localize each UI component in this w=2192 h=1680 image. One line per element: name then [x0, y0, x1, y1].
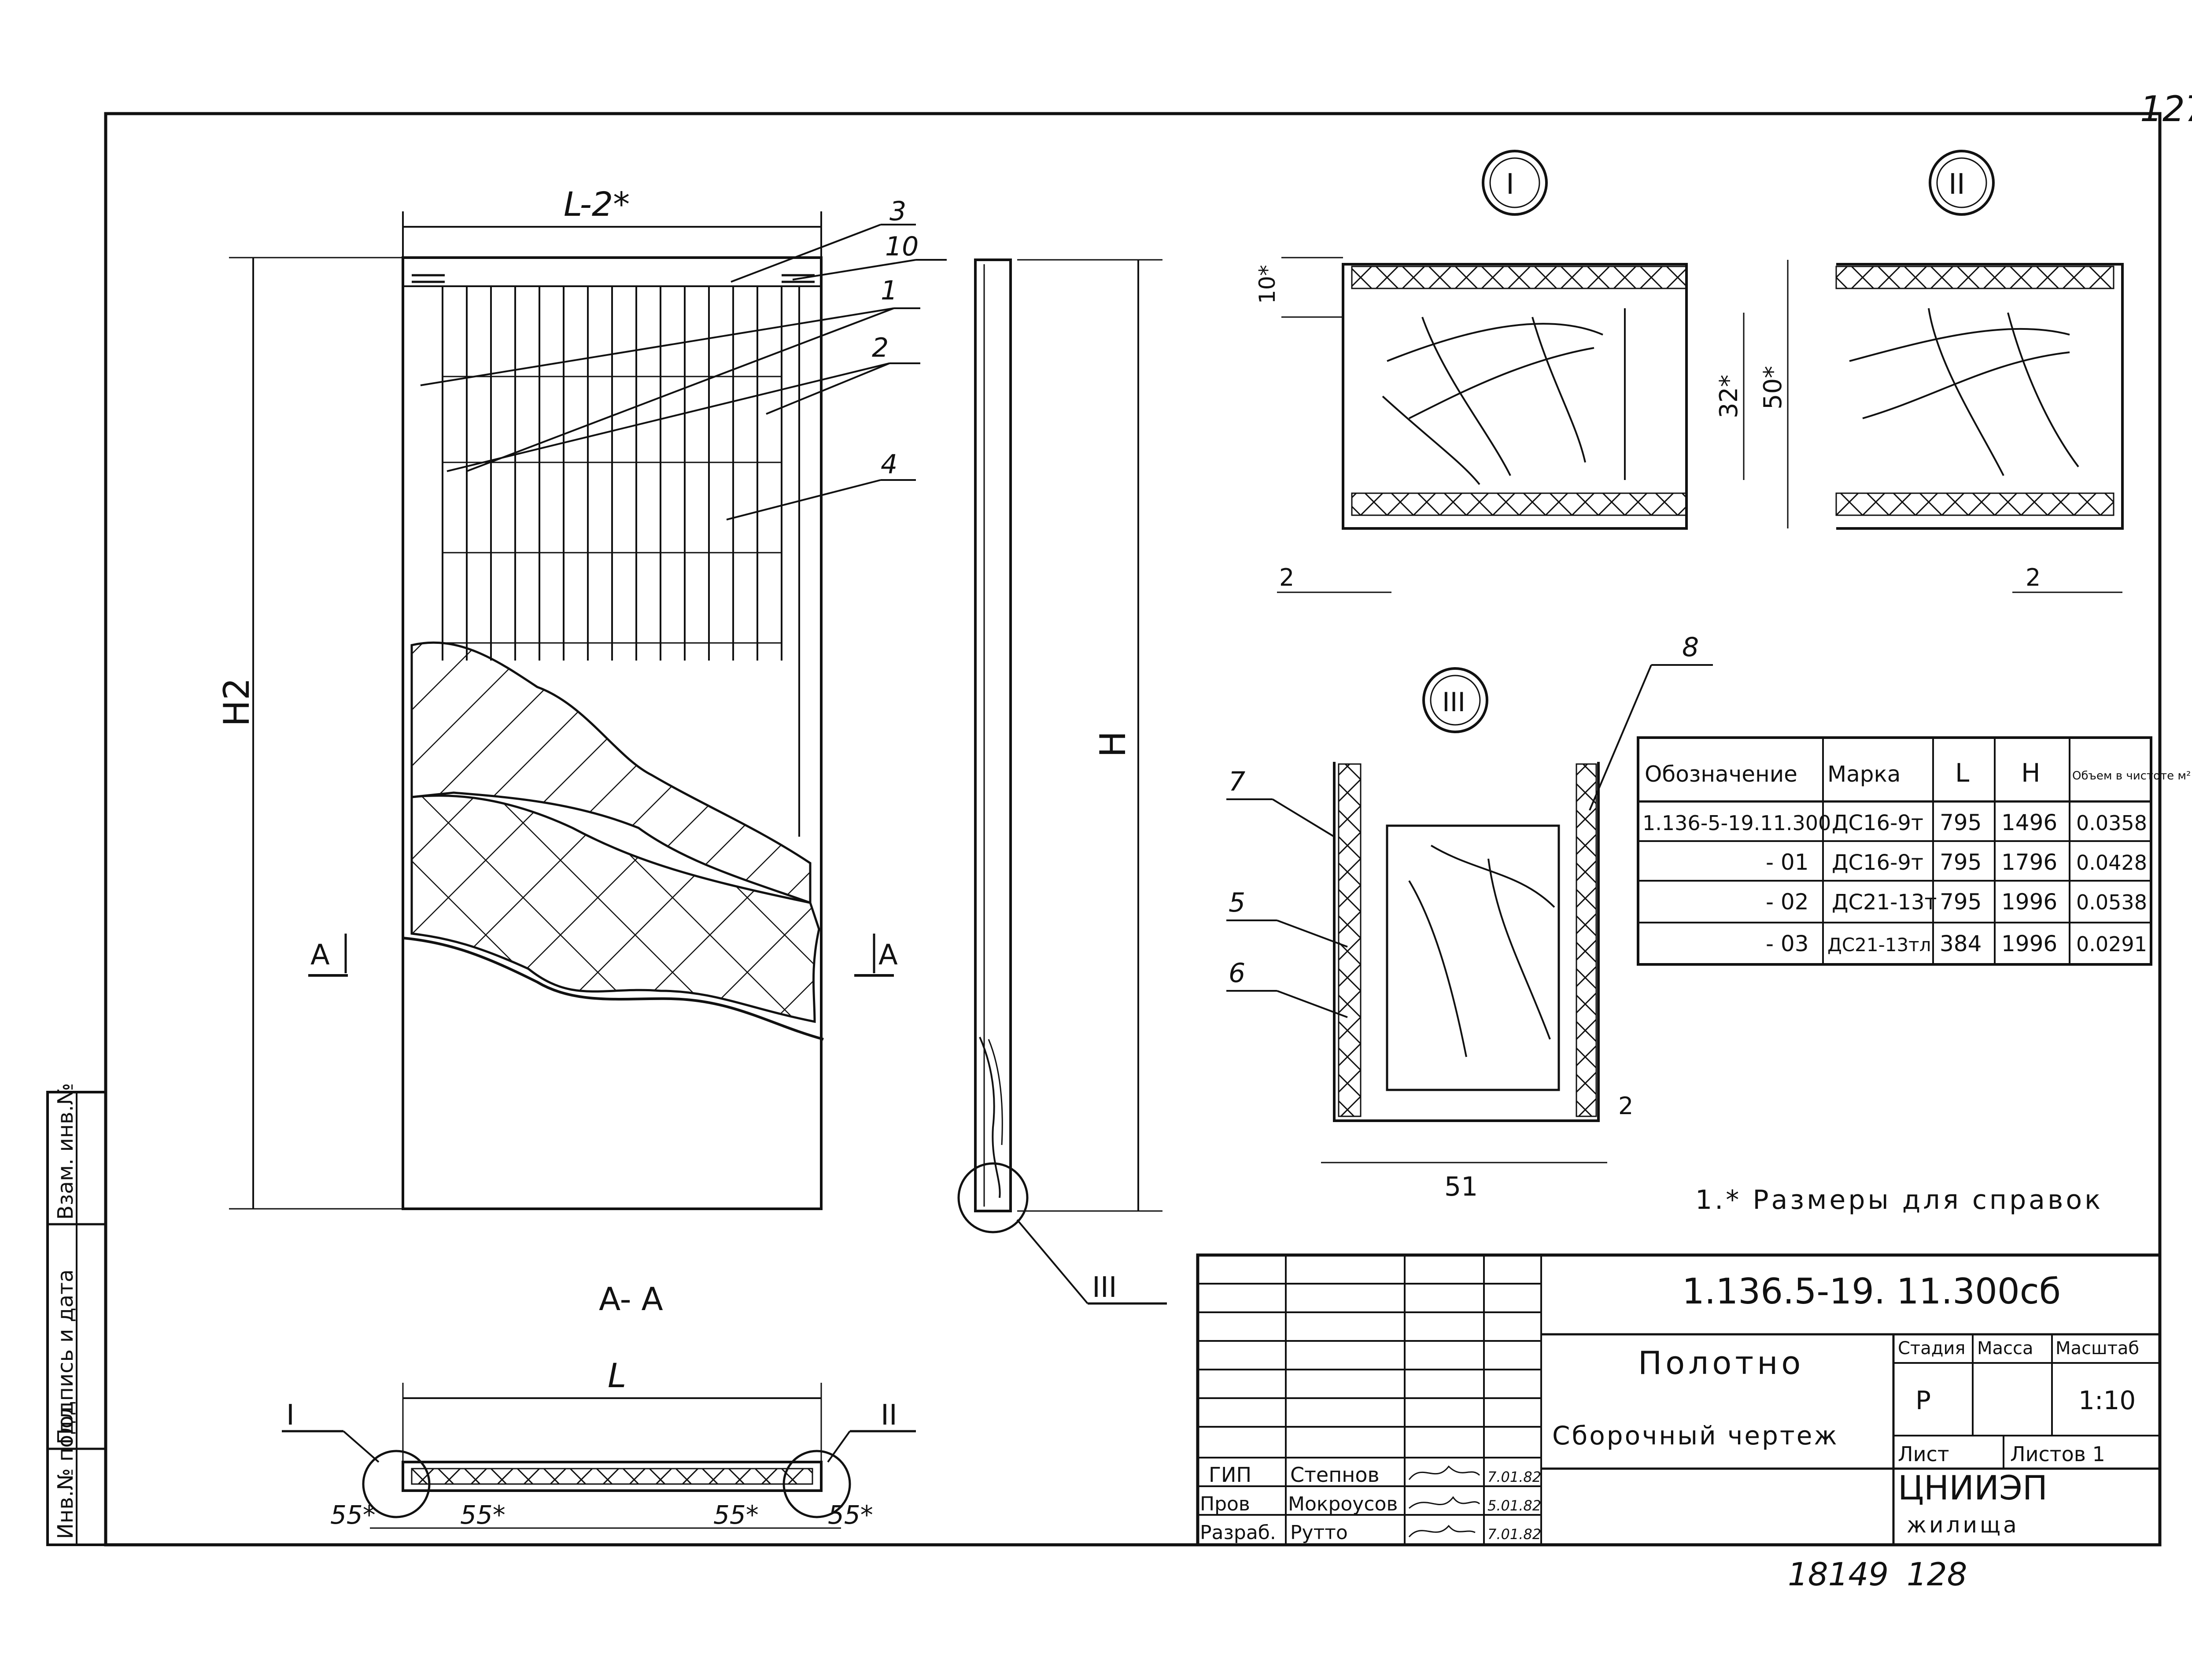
- detail-2-label: II: [1948, 168, 1965, 201]
- section-title: A- A: [599, 1281, 663, 1318]
- detail-1-dim-2: 2: [1279, 564, 1294, 591]
- detail-3-callout-6: 6: [1229, 958, 1245, 989]
- signature-rutto: [1408, 1525, 1476, 1537]
- sig-date-2: 7.01.82: [1487, 1526, 1541, 1543]
- scale-label: Масштаб: [2055, 1338, 2139, 1359]
- page-number: 127: [2140, 89, 2192, 129]
- section-mark-left: A: [310, 939, 330, 971]
- sig-role-0: ГИП: [1209, 1463, 1251, 1487]
- spec-r2-designation: - 02: [1766, 889, 1809, 915]
- dim-width-label: L-2*: [564, 185, 630, 224]
- spec-r2-h: 1996: [2001, 889, 2057, 915]
- spec-r0-mark: ДС16-9т: [1832, 811, 1923, 835]
- detail-2-dim-2: 2: [2026, 564, 2041, 591]
- callout-2: 2: [872, 332, 889, 363]
- detail-3-callout-5: 5: [1229, 887, 1245, 918]
- footer-number-2: 128: [1907, 1556, 1967, 1593]
- stage-value: Р: [1915, 1385, 1931, 1415]
- spec-r0-volume: 0.0358: [2076, 811, 2147, 835]
- section-mark-right: A: [878, 939, 898, 971]
- sheets-label: Листов 1: [2010, 1442, 2105, 1466]
- detail-1: I 10* 32* 50* 2: [1255, 150, 1789, 593]
- spec-r2-mark: ДС21-13т: [1832, 890, 1937, 915]
- spec-r3-designation: - 03: [1766, 931, 1809, 956]
- section-view: A- A L I II 55* 55* 55* 55*: [282, 1281, 916, 1530]
- org-name: ЦНИИЭП: [1898, 1468, 2048, 1507]
- detail-ref-iii: III: [1092, 1271, 1117, 1304]
- dim-height-label: H2: [216, 678, 257, 727]
- sig-name-1: Мокроусов: [1288, 1493, 1398, 1515]
- stage-label: Стадия: [1898, 1338, 1965, 1359]
- mass-label: Масса: [1977, 1338, 2033, 1359]
- side-view: H III: [957, 258, 1167, 1305]
- spec-r1-h: 1796: [2001, 849, 2057, 875]
- sig-role-1: Пров: [1200, 1493, 1250, 1515]
- spec-r1-designation: - 01: [1766, 849, 1809, 875]
- org-subtitle: жилища: [1907, 1512, 2019, 1538]
- side-dim-height: H: [1092, 731, 1133, 757]
- spec-header-l: L: [1955, 758, 1969, 788]
- spec-r1-l: 795: [1940, 849, 1982, 875]
- document-title: Полотно: [1638, 1344, 1804, 1381]
- callout-1: 1: [881, 275, 897, 306]
- detail-3-label: III: [1442, 687, 1465, 718]
- detail-1-label: I: [1506, 168, 1514, 201]
- detail-3-dim-51: 51: [1444, 1171, 1478, 1202]
- document-subtitle: Сборочный чертеж: [1552, 1421, 1839, 1451]
- spec-header-mark: Марка: [1827, 761, 1900, 787]
- sheet-label: Лист: [1898, 1442, 1949, 1466]
- signature-stepnov: [1408, 1465, 1480, 1480]
- drawing-note: 1.* Размеры для справок: [1695, 1185, 2103, 1215]
- side-stamp-signature: Подпись и дата: [53, 1269, 78, 1444]
- section-detail-ref-i: I: [286, 1399, 295, 1432]
- spec-r3-mark: ДС21-13тл: [1827, 934, 1931, 956]
- spec-header-h: H: [2021, 758, 2041, 788]
- callout-3: 3: [889, 196, 906, 227]
- spec-r3-volume: 0.0291: [2076, 932, 2147, 956]
- spec-header-volume: Объем в чистоте м²: [2072, 769, 2191, 783]
- sig-date-0: 7.01.82: [1487, 1469, 1541, 1485]
- title-block: 1.136.5-19. 11.300сб Полотно Сборочный ч…: [1196, 1253, 2162, 1547]
- spec-r0-designation: 1.136-5-19.11.300: [1642, 811, 1831, 835]
- dim-55-2: 55*: [460, 1500, 506, 1530]
- sig-name-0: Степнов: [1290, 1463, 1380, 1487]
- callout-4: 4: [881, 449, 897, 480]
- side-stamp-replace: Взам. инв.№: [53, 1083, 78, 1220]
- spec-r0-h: 1496: [2001, 810, 2057, 835]
- side-stamp: Инв.№ подл. Подпись и дата Взам. инв.№: [46, 1083, 107, 1546]
- spec-header-designation: Обозначение: [1645, 761, 1797, 787]
- dim-55-1: 55*: [330, 1500, 376, 1530]
- spec-table: Обозначение Марка L H Объем в чистоте м²…: [1637, 736, 2191, 966]
- detail-3-callout-8: 8: [1682, 632, 1699, 663]
- spec-r0-l: 795: [1940, 810, 1982, 835]
- detail-1-dim-32: 32*: [1715, 375, 1743, 418]
- detail-1-dim-50: 50*: [1759, 366, 1787, 410]
- dim-55-3: 55*: [713, 1500, 759, 1530]
- detail-2: II 2: [1835, 150, 2124, 593]
- sig-date-1: 5.01.82: [1487, 1497, 1541, 1514]
- side-stamp-inv: Инв.№ подл.: [53, 1400, 78, 1539]
- document-code: 1.136.5-19. 11.300сб: [1682, 1271, 2061, 1312]
- dim-55-4: 55*: [828, 1500, 873, 1530]
- spec-r3-l: 384: [1940, 931, 1982, 956]
- section-detail-ref-ii: II: [881, 1399, 897, 1432]
- spec-r2-volume: 0.0538: [2076, 890, 2147, 914]
- signature-mokrousov: [1409, 1496, 1480, 1509]
- detail-3-callout-7: 7: [1229, 766, 1245, 797]
- footer-number-1: 18149: [1788, 1556, 1889, 1593]
- section-dim-length: L: [608, 1356, 626, 1395]
- spec-r1-volume: 0.0428: [2076, 851, 2147, 875]
- scale-value: 1:10: [2078, 1385, 2136, 1415]
- callout-10: 10: [885, 231, 919, 262]
- spec-r2-l: 795: [1940, 889, 1982, 915]
- spec-r1-mark: ДС16-9т: [1832, 850, 1923, 875]
- sig-name-2: Рутто: [1290, 1521, 1348, 1544]
- spec-r3-h: 1996: [2001, 931, 2057, 956]
- sig-role-2: Разраб.: [1200, 1521, 1276, 1544]
- detail-3-dim-2: 2: [1618, 1092, 1633, 1120]
- detail-3: III 51 2 8 7 5 6: [1226, 632, 1713, 1202]
- detail-1-dim-10: 10*: [1255, 265, 1280, 304]
- main-view: L-2* H2 A A 3 10 1 2 4: [216, 185, 947, 1210]
